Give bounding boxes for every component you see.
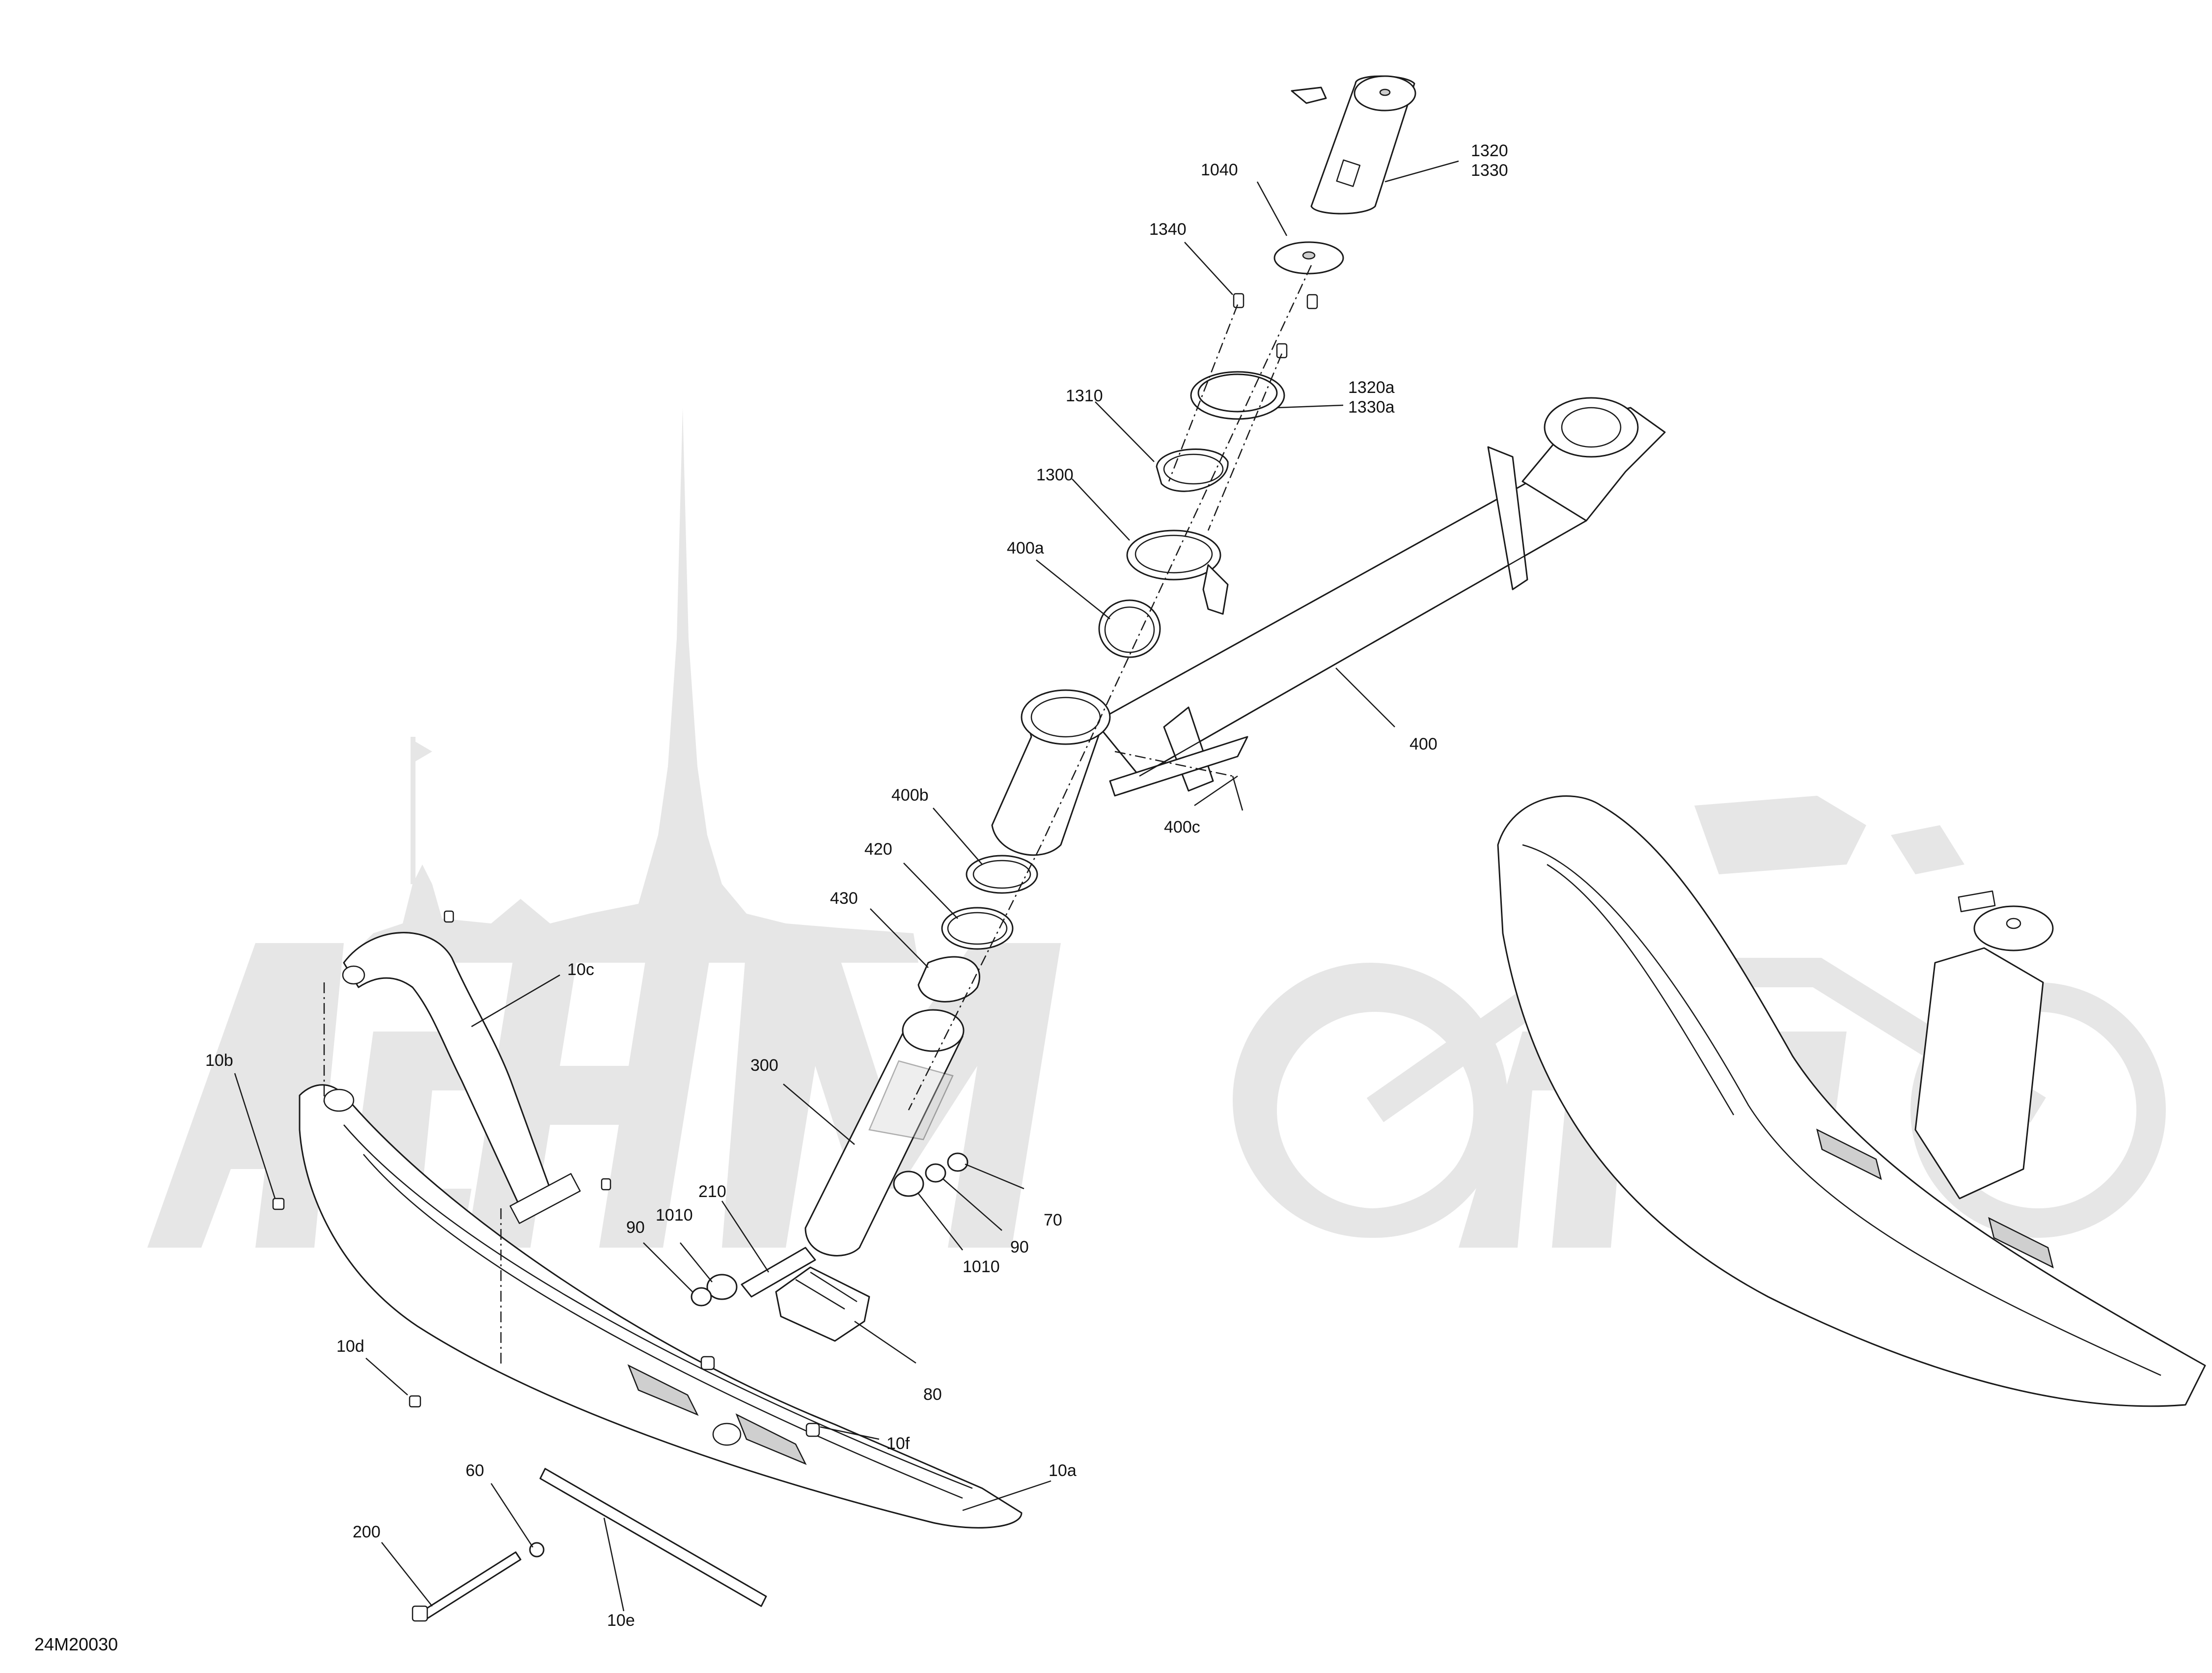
callout-10b: 10b <box>205 1051 233 1070</box>
assembly-centerlines <box>323 265 1312 1366</box>
watermark-skyline <box>344 408 918 963</box>
callout-1300: 1300 <box>1036 466 1074 484</box>
callout-70: 70 <box>1044 1211 1062 1229</box>
callout-1320: 1320 <box>1471 141 1508 160</box>
part-70-washer <box>947 1152 968 1172</box>
callout-80: 80 <box>923 1385 942 1404</box>
part-1320-housing <box>1291 75 1416 215</box>
part-420-ring <box>941 907 1014 950</box>
part-1040-cap <box>1273 241 1344 275</box>
callout-labels: 1320 1330 1040 1340 1320a 1330a 1310 130… <box>205 141 1508 1630</box>
callout-300: 300 <box>750 1056 778 1075</box>
callout-400b: 400b <box>891 786 929 805</box>
callout-1330: 1330 <box>1471 161 1508 180</box>
part-1310-ring <box>1156 448 1229 492</box>
part-1010-bushings <box>706 1171 924 1300</box>
part-400b-ring <box>966 855 1038 894</box>
callout-60: 60 <box>466 1461 484 1480</box>
callout-1040: 1040 <box>1201 161 1238 179</box>
part-210-pin <box>741 1247 816 1298</box>
part-200-bolt <box>412 1551 522 1622</box>
callout-1330a: 1330a <box>1348 398 1395 417</box>
callout-10d: 10d <box>336 1337 364 1356</box>
callout-420: 420 <box>864 840 892 859</box>
bolts-1340 <box>1233 293 1318 359</box>
callout-1340: 1340 <box>1149 220 1187 239</box>
callout-400c: 400c <box>1164 818 1200 836</box>
callout-1010-left: 1010 <box>656 1206 693 1225</box>
callout-1010-right: 1010 <box>963 1257 1000 1276</box>
part-1300-bracket <box>1126 530 1229 615</box>
callout-1310: 1310 <box>1066 387 1103 405</box>
leader-lines <box>234 160 1459 1612</box>
part-1320a-clamp <box>1190 371 1285 420</box>
callout-400: 400 <box>1410 735 1438 753</box>
part-400a-ring <box>1098 599 1161 658</box>
part-300-spindle <box>804 1009 965 1256</box>
part-80-block <box>775 1266 870 1342</box>
callout-200: 200 <box>353 1523 381 1541</box>
callout-1320a: 1320a <box>1348 378 1395 397</box>
part-400-frame <box>991 397 1666 856</box>
callout-10a: 10a <box>1049 1461 1077 1480</box>
callout-430: 430 <box>830 889 858 908</box>
part-430-circlip <box>917 956 980 1003</box>
part-60-washer <box>529 1542 545 1558</box>
fasteners-10b-10d-10f <box>272 1198 820 1437</box>
callout-10e: 10e <box>607 1611 635 1630</box>
assembled-ski-right <box>1497 795 2206 1407</box>
part-10c-handle <box>342 910 611 1224</box>
drawing-code: 24M20030 <box>34 1634 118 1654</box>
part-10a-ski <box>299 1084 1023 1529</box>
callout-10f: 10f <box>886 1434 910 1453</box>
part-90-washers <box>691 1163 946 1307</box>
callout-10c: 10c <box>567 960 594 979</box>
callout-90-right: 90 <box>1010 1238 1029 1256</box>
callout-210: 210 <box>698 1182 726 1201</box>
callout-90-left: 90 <box>626 1218 645 1237</box>
callout-400a: 400a <box>1007 539 1044 558</box>
part-10e-runner <box>539 1468 767 1607</box>
